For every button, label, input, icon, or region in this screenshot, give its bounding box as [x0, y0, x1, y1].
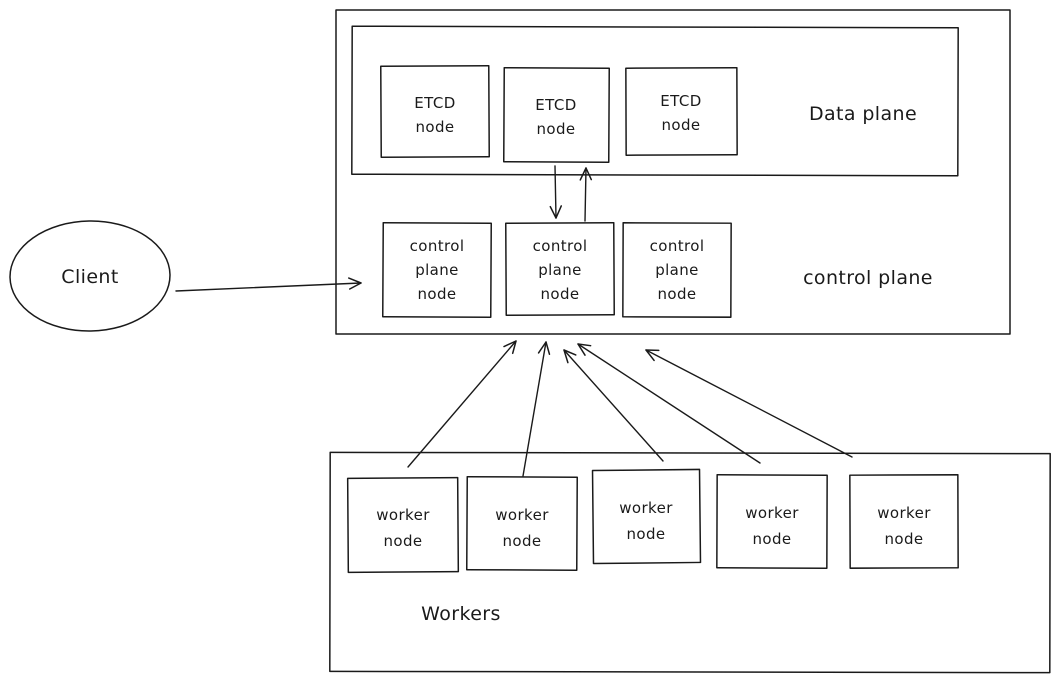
etcd-node-3-label-line2: node [661, 116, 700, 134]
control-plane-node-1-label-line3: node [417, 285, 456, 303]
workers-label: Workers [421, 603, 501, 625]
client-label: Client [61, 266, 118, 288]
arrow-worker-2-to-control-plane [522, 341, 551, 477]
control-plane-label: control plane [803, 267, 933, 289]
arrow-client-to-control-plane [175, 277, 362, 292]
worker-node-4-label-line2: node [752, 530, 791, 548]
client-ellipse [9, 220, 171, 332]
etcd-node-2-label-line2: node [536, 120, 575, 138]
control-plane-node-3-box [622, 222, 732, 318]
control-plane-container-box [335, 9, 1011, 335]
arrow-control-plane-to-etcd-up [579, 167, 593, 222]
etcd-node-1-label-line2: node [415, 118, 454, 136]
control-plane-node-1-box [382, 221, 492, 319]
etcd-node-2-label-line1: ETCD [535, 96, 576, 114]
etcd-node-3-box [625, 67, 738, 156]
worker-node-3-label-line2: node [626, 525, 665, 543]
data-plane-container-box [351, 25, 959, 177]
worker-node-1-label-line1: worker [376, 506, 430, 524]
worker-node-5-box [849, 474, 959, 569]
etcd-node-1-label-line1: ETCD [414, 94, 455, 112]
arrow-worker-1-to-control-plane [407, 340, 517, 468]
data-plane-label: Data plane [809, 103, 917, 125]
worker-node-2-label-line1: worker [495, 506, 549, 524]
worker-node-2-box [466, 475, 578, 572]
control-plane-node-2-label-line2: plane [538, 261, 582, 279]
worker-node-4-box [716, 474, 828, 569]
control-plane-node-3-label-line3: node [657, 285, 696, 303]
worker-node-3-box [591, 468, 702, 565]
worker-node-5-label-line2: node [884, 530, 923, 548]
arrow-etcd-to-control-plane-down [549, 165, 563, 219]
control-plane-node-3-label-line2: plane [655, 261, 699, 279]
etcd-node-1-box [380, 64, 490, 159]
worker-node-1-box [346, 476, 460, 574]
arrow-worker-5-to-control-plane [645, 349, 853, 458]
arrow-worker-4-to-control-plane [577, 343, 761, 464]
etcd-node-2-box [503, 66, 610, 164]
worker-node-3-label-line1: worker [619, 499, 673, 517]
control-plane-node-2-label-line3: node [540, 285, 579, 303]
worker-node-2-label-line2: node [502, 532, 541, 550]
control-plane-node-1-label-line2: plane [415, 261, 459, 279]
worker-node-1-label-line2: node [383, 532, 422, 550]
arrow-worker-3-to-control-plane [563, 349, 664, 462]
etcd-node-3-label-line1: ETCD [660, 92, 701, 110]
control-plane-node-2-box [505, 221, 615, 317]
workers-container-box [329, 451, 1051, 674]
worker-node-4-label-line1: worker [745, 504, 799, 522]
control-plane-node-3-label-line1: control [650, 237, 705, 255]
worker-node-5-label-line1: worker [877, 504, 931, 522]
control-plane-node-2-label-line1: control [533, 237, 588, 255]
control-plane-node-1-label-line1: control [410, 237, 465, 255]
